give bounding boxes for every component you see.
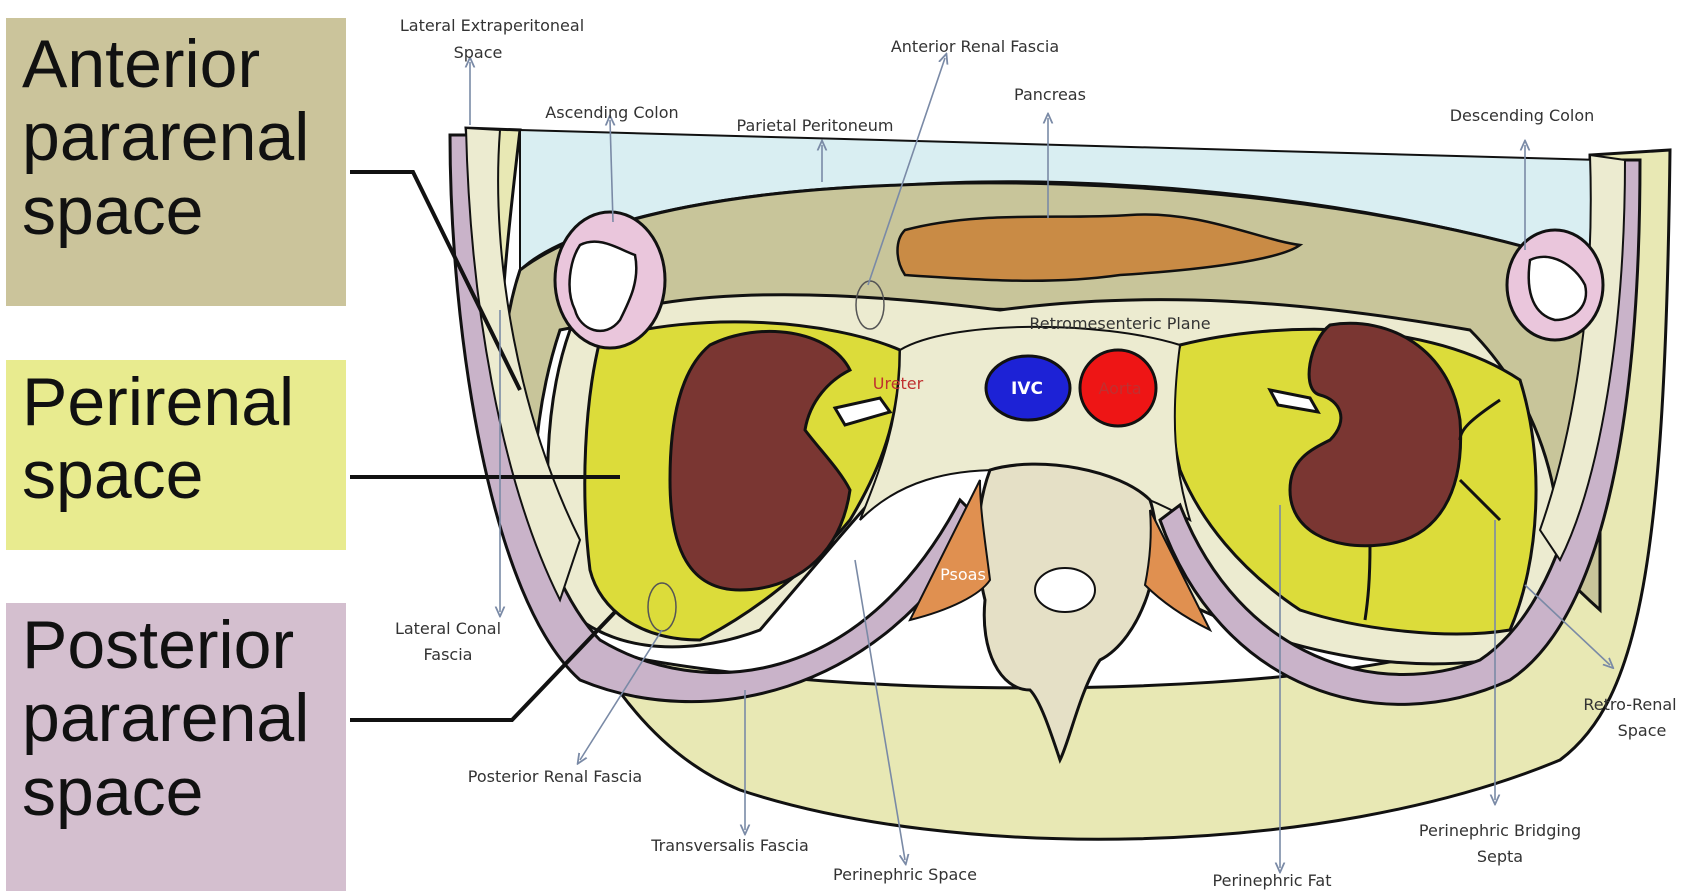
label-bridging-septa-1: Perinephric Bridging (1419, 821, 1581, 840)
label-descending-colon: Descending Colon (1450, 106, 1595, 125)
psoas-left (910, 480, 990, 620)
label-perinephric-fat: Perinephric Fat (1213, 871, 1332, 890)
label-ivc: IVC (1011, 379, 1043, 399)
label-pancreas: Pancreas (1014, 85, 1086, 104)
label-parietal-peritoneum: Parietal Peritoneum (737, 116, 894, 135)
label-lateral-conal-1: Lateral Conal (395, 619, 501, 638)
label-ureter: Ureter (873, 374, 924, 393)
label-perinephric-space: Perinephric Space (833, 865, 977, 884)
label-retro-renal-2: Space (1618, 721, 1667, 740)
label-psoas: Psoas (940, 565, 986, 584)
label-anterior-renal-fascia: Anterior Renal Fascia (891, 37, 1059, 56)
label-lateral-extraperitoneal-1: Lateral Extraperitoneal (400, 16, 584, 35)
label-ascending-colon: Ascending Colon (545, 103, 678, 122)
label-posterior-renal-fascia: Posterior Renal Fascia (468, 767, 642, 786)
label-transversalis-fascia: Transversalis Fascia (650, 836, 809, 855)
label-lateral-extraperitoneal-2: Space (454, 43, 503, 62)
vertebral-canal (1035, 568, 1095, 612)
label-bridging-septa-2: Septa (1477, 847, 1523, 866)
kidney-left (670, 331, 850, 590)
label-lateral-conal-2: Fascia (424, 645, 473, 664)
label-aorta: Aorta (1098, 379, 1141, 398)
label-retromesenteric-plane: Retromesenteric Plane (1029, 314, 1210, 333)
label-retro-renal-1: Retro-Renal (1583, 695, 1676, 714)
